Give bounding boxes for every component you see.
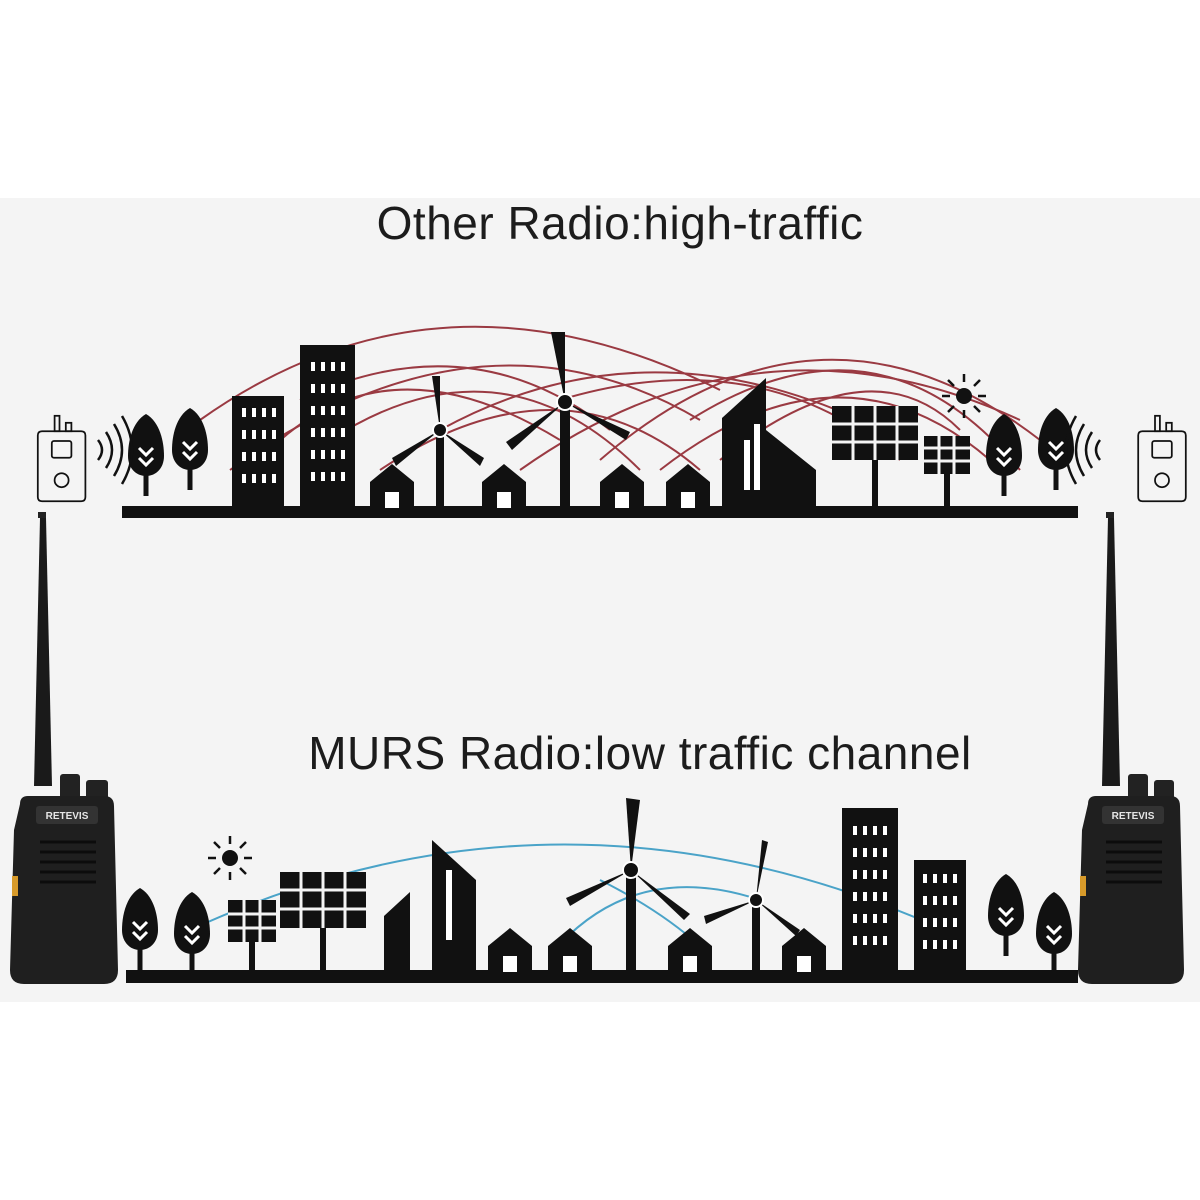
bottom-city-scene — [120, 798, 1078, 983]
left-radio-brand: RETEVIS — [46, 811, 89, 822]
right-radio-brand: RETEVIS — [1112, 811, 1155, 822]
top-left-walkie-icon — [36, 414, 87, 503]
top-wind-turbine-small — [392, 376, 484, 508]
bottom-tower-b — [914, 860, 966, 972]
background-panel — [0, 198, 1200, 1002]
bottom-scene-title: MURS Radio:low traffic channel — [308, 727, 972, 779]
top-wind-turbine-large — [506, 332, 630, 508]
top-ground-line — [122, 506, 1078, 518]
top-city-scene — [36, 325, 1187, 518]
bottom-ground-line — [126, 970, 1078, 983]
top-scene-title: Other Radio:high-traffic — [376, 197, 864, 249]
top-tower-b — [300, 345, 355, 508]
bottom-tower-a — [842, 808, 898, 972]
left-radio: RETEVIS — [10, 512, 118, 984]
bottom-slanted-building — [384, 840, 476, 972]
top-right-walkie-icon — [1137, 414, 1187, 503]
bottom-wind-turbine-small — [704, 840, 800, 972]
top-slanted-building — [722, 378, 816, 508]
top-tower-a — [232, 396, 284, 508]
bottom-wind-turbine-large — [566, 798, 690, 972]
bottom-solar-panels — [228, 872, 366, 972]
top-solar-panels — [832, 406, 970, 508]
right-radio: RETEVIS — [1078, 512, 1184, 984]
